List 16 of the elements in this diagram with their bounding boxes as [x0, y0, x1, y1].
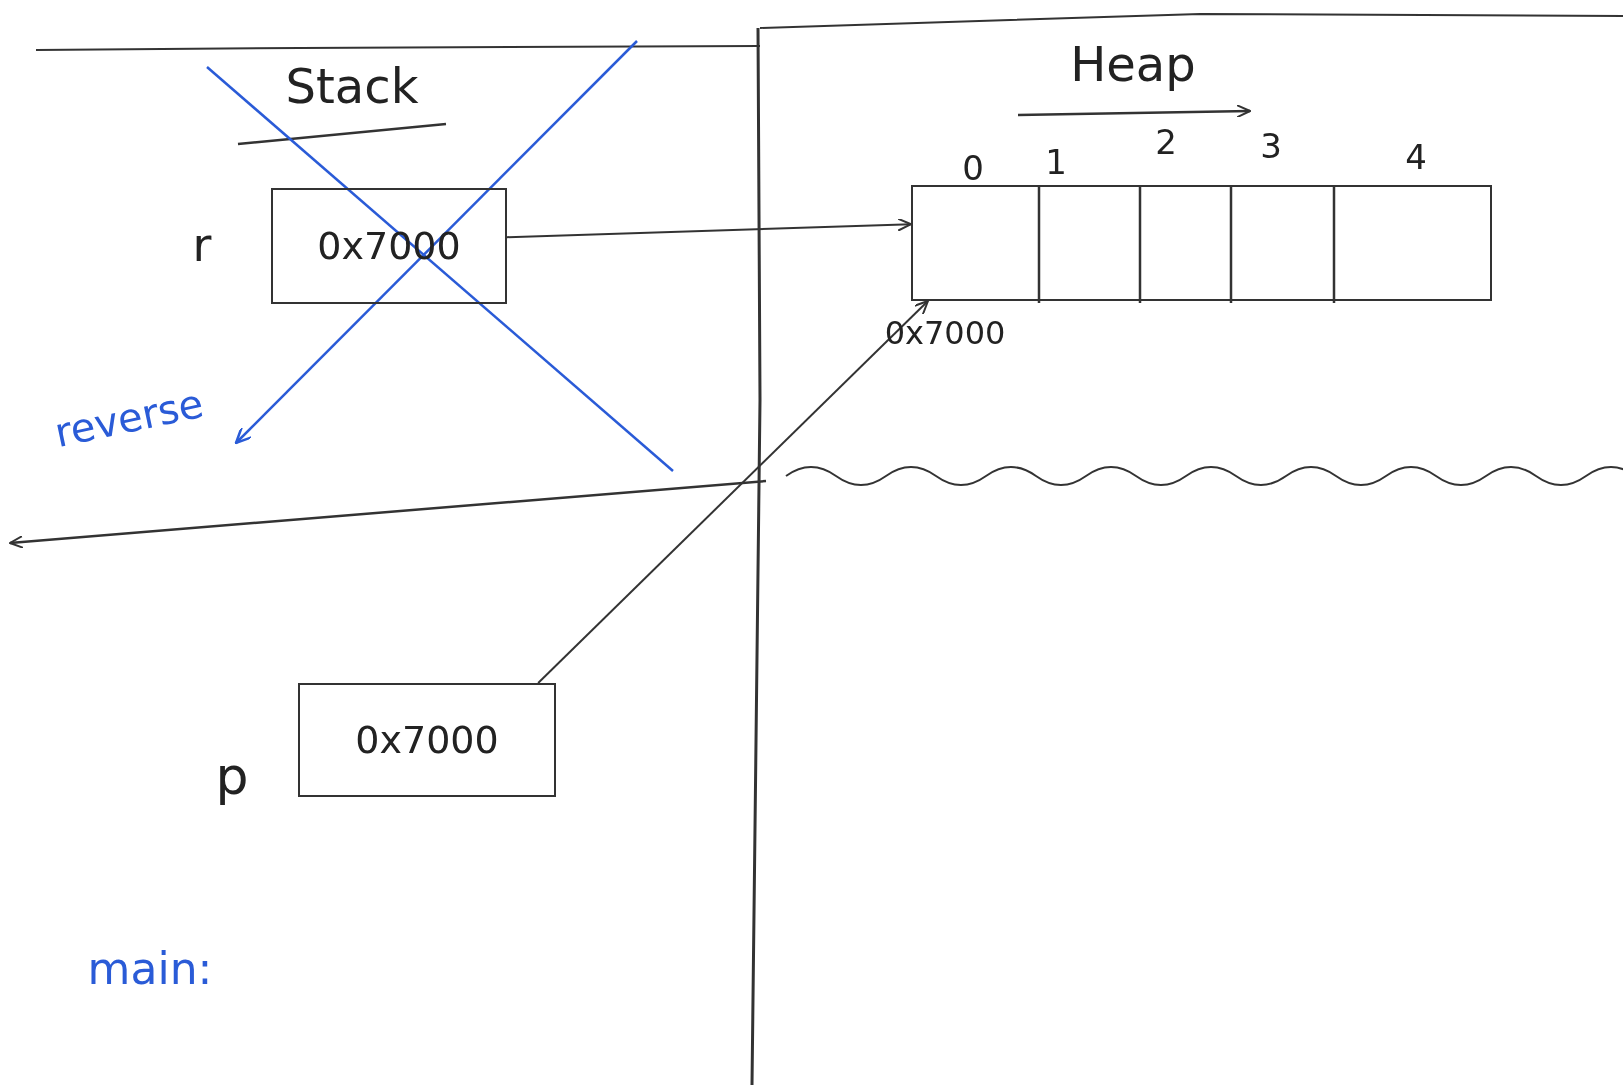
value-box — [298, 683, 556, 797]
variable-name: r — [192, 218, 212, 272]
variable-name: p — [215, 746, 249, 806]
arrow — [506, 217, 912, 239]
arrow — [537, 300, 929, 684]
function-name: main: — [87, 942, 213, 994]
array-index: 1 — [1045, 142, 1067, 182]
function-name: reverse — [50, 379, 208, 457]
heap-heading: Heap — [1070, 36, 1196, 92]
array-index: 0 — [962, 148, 984, 188]
array-box — [911, 185, 1492, 301]
stack-heading: Stack — [285, 58, 419, 114]
address-value: 0x7000 — [355, 718, 499, 762]
array-index: 3 — [1260, 126, 1282, 166]
array-index: 2 — [1155, 122, 1177, 162]
array-index: 4 — [1405, 137, 1427, 177]
